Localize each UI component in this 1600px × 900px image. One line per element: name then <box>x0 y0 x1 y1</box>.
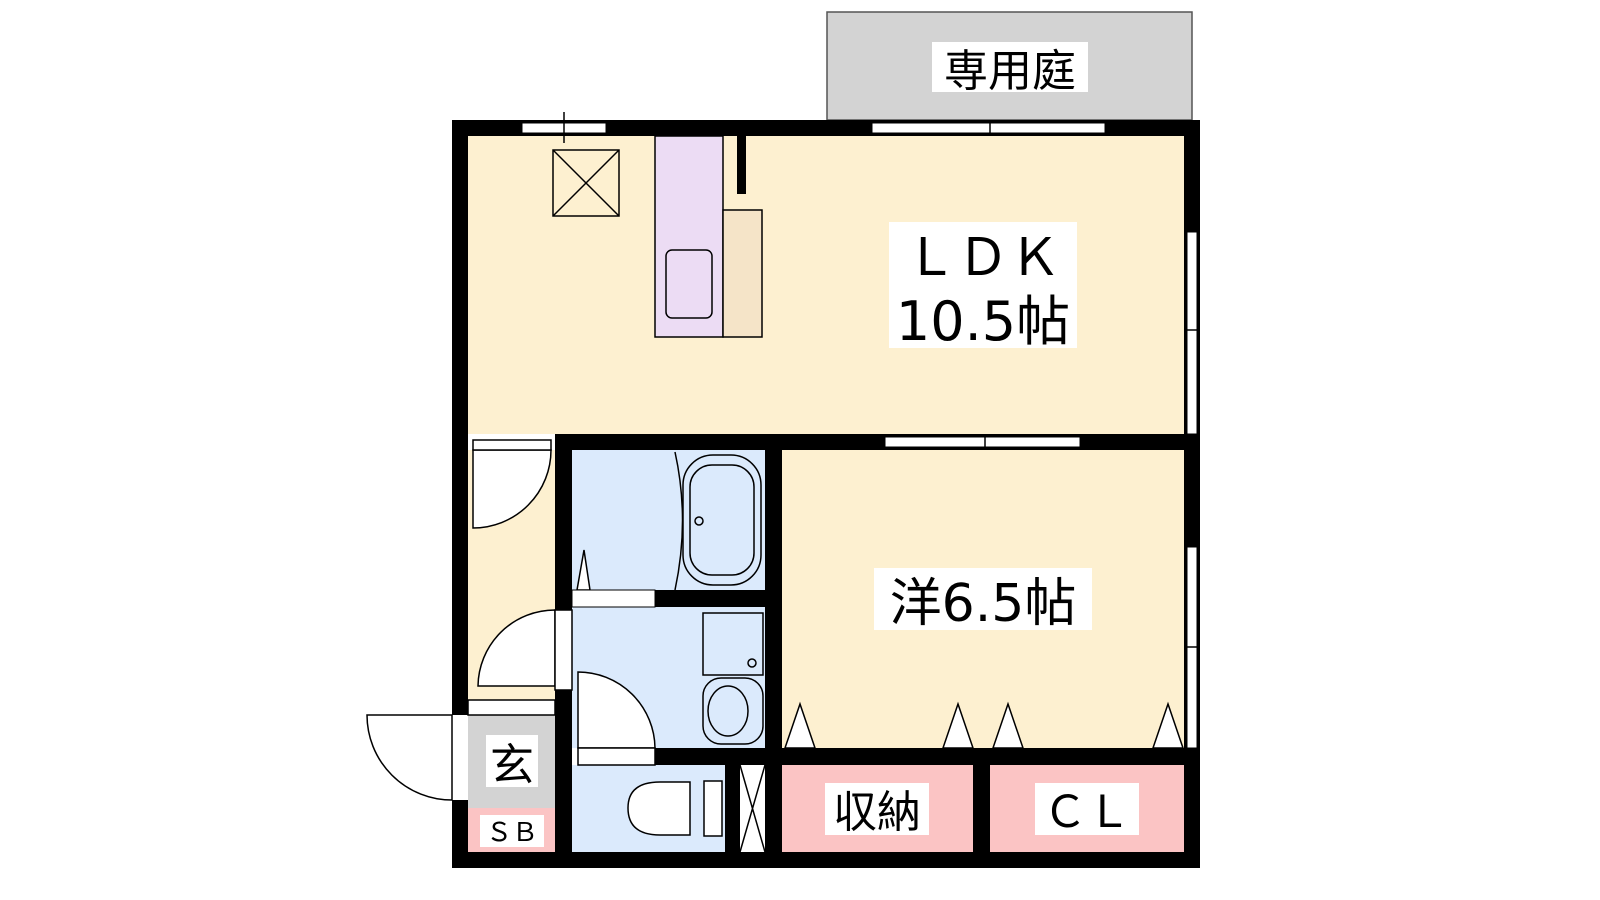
window <box>884 436 1081 448</box>
toilet-icon <box>627 781 691 836</box>
kitchen-sink <box>665 249 713 319</box>
window <box>871 122 1106 134</box>
entrance-door[interactable] <box>366 714 453 801</box>
closet-label: ＣＬ <box>1043 787 1131 838</box>
garden-label-bg <box>932 42 1088 92</box>
washbasin-icon <box>702 677 764 745</box>
ldk-label: ＬＤＫ <box>905 228 1061 288</box>
entrance-label: 玄 <box>490 740 534 791</box>
ventilation-fan-icon <box>552 149 620 217</box>
ldk-size: 10.5帖 <box>896 290 1070 353</box>
kitchen-counter <box>654 135 724 338</box>
toilet-door[interactable] <box>577 671 656 749</box>
washing-machine-icon <box>702 612 764 676</box>
fridge-space <box>722 209 763 338</box>
western-room-label: 洋6.5帖 <box>890 574 1077 634</box>
washroom-door[interactable] <box>477 609 556 687</box>
kitchen-wall <box>737 136 746 194</box>
window <box>1186 231 1198 435</box>
storage-label: 収納 <box>833 787 921 838</box>
bathroom <box>572 450 765 590</box>
hall-door[interactable] <box>472 449 552 529</box>
garden-label: 専用庭 <box>944 46 1076 97</box>
shoebox-label: ＳＢ <box>486 818 538 848</box>
